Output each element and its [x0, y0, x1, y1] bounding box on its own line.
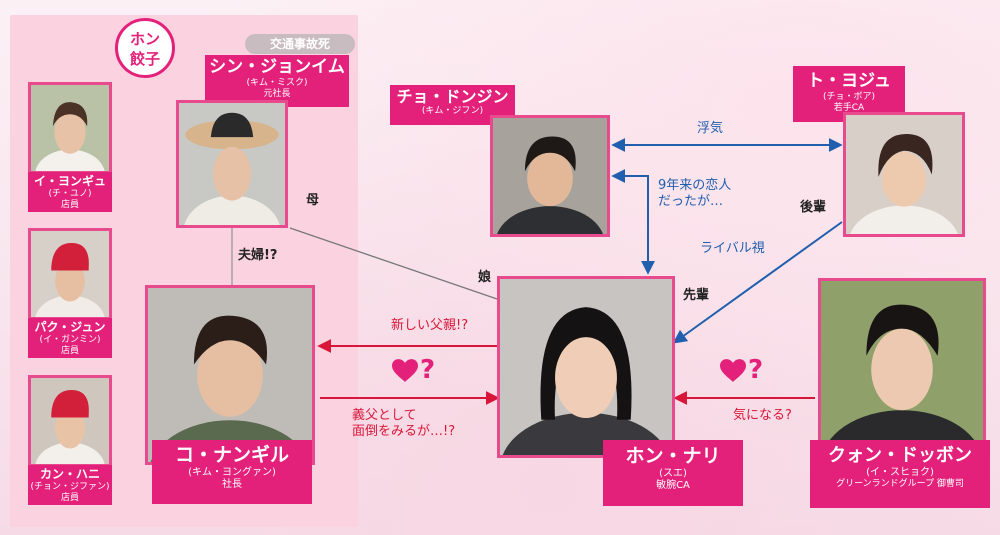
heart-icon: [720, 359, 746, 382]
portrait-lee-yongyu: [28, 82, 112, 174]
portrait-cho-dongjin-image: [493, 118, 607, 234]
actor-hong-nari: (スエ): [659, 467, 687, 479]
actor-kwon-doppon: (イ・スヒョク): [866, 466, 934, 478]
actor-ko-nangil: (キム・ヨングァン): [188, 466, 276, 478]
actor-cho-dongjin: (キム・ジフン): [421, 106, 484, 117]
label-couple: 夫婦!?: [238, 248, 278, 263]
heart-question-left: ?: [392, 355, 452, 387]
namebox-lee-yongyu: イ・ヨンギュ (チ・ユノ) 店員: [28, 172, 112, 212]
mother-line: [289, 227, 501, 301]
portrait-to-yoju: [843, 112, 965, 237]
portrait-cho-dongjin: [490, 115, 610, 237]
portrait-hong-nari: [497, 276, 675, 458]
actor-to-yoju: (チョ・ボア): [822, 91, 876, 102]
portrait-lee-yongyu-image: [31, 85, 109, 171]
badge-line-1: ホン: [129, 30, 160, 48]
label-daughter: 娘: [478, 270, 492, 285]
role-lee-yongyu: 店員: [60, 200, 79, 211]
namebox-park-jun: パク・ジュン (イ・ガンミン) 店員: [28, 318, 112, 358]
name-cho-dongjin: チョ・ドンジン: [396, 87, 509, 106]
role-to-yoju: 若手CA: [833, 102, 865, 113]
portrait-kang-hani: [28, 375, 112, 467]
role-park-jun: 店員: [60, 346, 79, 357]
heart-icon: [392, 359, 418, 382]
hong-dumpling-badge: ホン 餃子: [115, 18, 175, 78]
portrait-park-jun-image: [31, 231, 109, 317]
portrait-kang-hani-image: [31, 378, 109, 464]
portrait-to-yoju-image: [846, 115, 962, 234]
portrait-hong-nari-image: [500, 279, 672, 455]
label-junior: 後輩: [800, 200, 827, 215]
portrait-ko-nangil-image: [148, 288, 312, 462]
portrait-shin-jeongim: [176, 100, 288, 228]
accident-tag: 交通事故死: [245, 34, 355, 54]
name-ko-nangil: コ・ナンギル: [174, 444, 289, 466]
question-mark-left: ?: [420, 355, 436, 385]
name-to-yoju: ト・ヨジュ: [807, 71, 891, 91]
role-ko-nangil: 社長: [222, 479, 242, 491]
portrait-ko-nangil: [145, 285, 315, 465]
label-rival: ライバル視: [700, 241, 765, 256]
portrait-park-jun: [28, 228, 112, 320]
senior-junior-arrow: [672, 221, 843, 344]
portrait-kwon-doppon-image: [821, 281, 983, 451]
portrait-kwon-doppon: [818, 278, 986, 454]
label-mother: 母: [306, 193, 320, 208]
namebox-ko-nangil: コ・ナンギル (キム・ヨングァン) 社長: [152, 440, 312, 504]
actor-lee-yongyu: (チ・ユノ): [48, 188, 92, 199]
namebox-kwon-doppon: クォン・ドッボン (イ・スヒョク) グリーンランドグループ 御曹司: [810, 440, 990, 508]
heart-question-right: ?: [720, 355, 780, 387]
portrait-shin-jeongim-image: [179, 103, 285, 225]
label-affair: 浮気: [697, 121, 724, 136]
label-new-father: 新しい父親!?: [391, 318, 469, 333]
name-park-jun: パク・ジュン: [34, 320, 106, 334]
role-shin-jeongim: 元社長: [263, 88, 291, 99]
ex-lover-arrow: [611, 169, 655, 275]
name-shin-jeongim: シン・ジョンイム: [209, 57, 345, 77]
role-kang-hani: 店員: [60, 493, 79, 504]
name-kang-hani: カン・ハニ: [39, 467, 100, 481]
label-stepfather: 義父として 面倒をみるが…!?: [352, 408, 456, 440]
name-kwon-doppon: クォン・ドッボン: [828, 445, 972, 466]
label-interested: 気になる?: [733, 408, 792, 423]
name-hong-nari: ホン・ナリ: [625, 445, 721, 467]
name-lee-yongyu: イ・ヨンギュ: [33, 174, 106, 188]
badge-line-2: 餃子: [129, 50, 160, 68]
namebox-hong-nari: ホン・ナリ (スエ) 敏腕CA: [603, 440, 743, 506]
role-kwon-doppon: グリーンランドグループ 御曹司: [836, 479, 964, 490]
actor-shin-jeongim: (キム・ミスク): [246, 77, 308, 88]
question-mark-right: ?: [748, 355, 764, 385]
namebox-shin-jeongim: シン・ジョンイム (キム・ミスク) 元社長: [205, 55, 349, 107]
label-ex-lover: 9年来の恋人 だったが…: [658, 178, 732, 210]
actor-park-jun: (イ・ガンミン): [39, 334, 101, 345]
role-hong-nari: 敏腕CA: [656, 480, 690, 492]
label-senior: 先輩: [683, 288, 710, 303]
actor-kang-hani: (チョン・ジファン): [30, 481, 110, 492]
namebox-kang-hani: カン・ハニ (チョン・ジファン) 店員: [28, 465, 112, 505]
